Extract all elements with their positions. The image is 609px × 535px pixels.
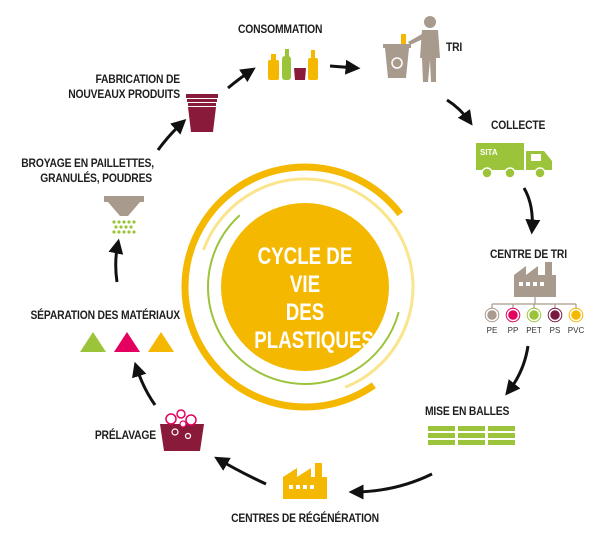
center-rings [181,163,429,411]
label-collecte: COLLECTE [491,118,546,132]
polymer-dot-pvc [569,308,583,322]
label-fabrication-line1: FABRICATION DE [95,72,180,86]
center-title: CYCLE DE VIE DES PLASTIQUES [254,243,374,355]
label-tri: TRI [446,40,463,54]
polymer-label-pet: PET [526,326,542,335]
label-broyage-line2: GRANULÉS, POUDRES [40,171,152,185]
triangles-icon [80,332,174,352]
flow-arrows [108,59,541,500]
arrow-fabrication-consommation [227,67,256,90]
arrow-mise-regeneration [348,472,433,500]
label-consommation: CONSOMMATION [238,22,323,36]
polymer-label-pp: PP [507,326,519,335]
polymer-dot-ring [526,307,542,323]
hopper-icon [104,196,144,234]
label-prelavage: PRÉLAVAGE [94,428,156,442]
label-fabrication-line2: NOUVEAUX PRODUITS [68,87,180,101]
label-centres-de-regeneration: CENTRES DE RÉGÉNÉRATION [231,511,379,525]
polymer-dot-ring [547,307,563,323]
center-title-line1: CYCLE DE VIE [257,243,353,298]
label-broyage-line1: BROYAGE EN PAILLETTES, [21,156,154,170]
polymer-dot-ring [568,307,584,323]
polymer-dots [484,307,584,323]
arrow-collecte-centre [522,187,541,235]
factory-icon [283,463,327,499]
label-separation: SÉPARATION DES MATÉRIAUX [30,308,181,322]
wash-tub-icon [160,409,204,451]
label-centre-de-tri: CENTRE DE TRI [490,247,567,261]
polymer-label-pe: PE [486,326,498,335]
polymer-dot-pet [527,308,541,322]
trash-person-icon [383,16,440,82]
polymer-tree [491,297,577,309]
truck-icon [476,143,552,179]
arrow-prelavage-separation [132,361,157,406]
label-mise-en-balles: MISE EN BALLES [425,404,510,418]
center-disc [221,203,389,371]
polymer-dot-ring [484,307,500,323]
bottles-icon [268,49,318,80]
arrow-tri-collecte [446,98,473,126]
polymer-dot-pp [506,308,520,322]
polymer-label-ps: PS [549,326,561,335]
polymer-dot-ring [505,307,521,323]
bales-icon [428,426,515,445]
polymer-dot-ps [548,308,562,322]
arrow-centre-mise [505,345,530,396]
arrow-broyage-fabrication [156,118,187,151]
arrow-regeneration-prelavage [214,456,267,486]
arrow-separation-broyage [108,238,124,283]
truck-logo-text: SITA [480,148,498,157]
center-title-line2: DES PLASTIQUES [254,299,374,354]
polymer-dot-pe [485,308,499,322]
arrow-consommation-tri [329,59,361,75]
polymer-label-pvc: PVC [567,326,585,335]
factory-icon [514,262,556,297]
cups-icon [186,94,218,132]
